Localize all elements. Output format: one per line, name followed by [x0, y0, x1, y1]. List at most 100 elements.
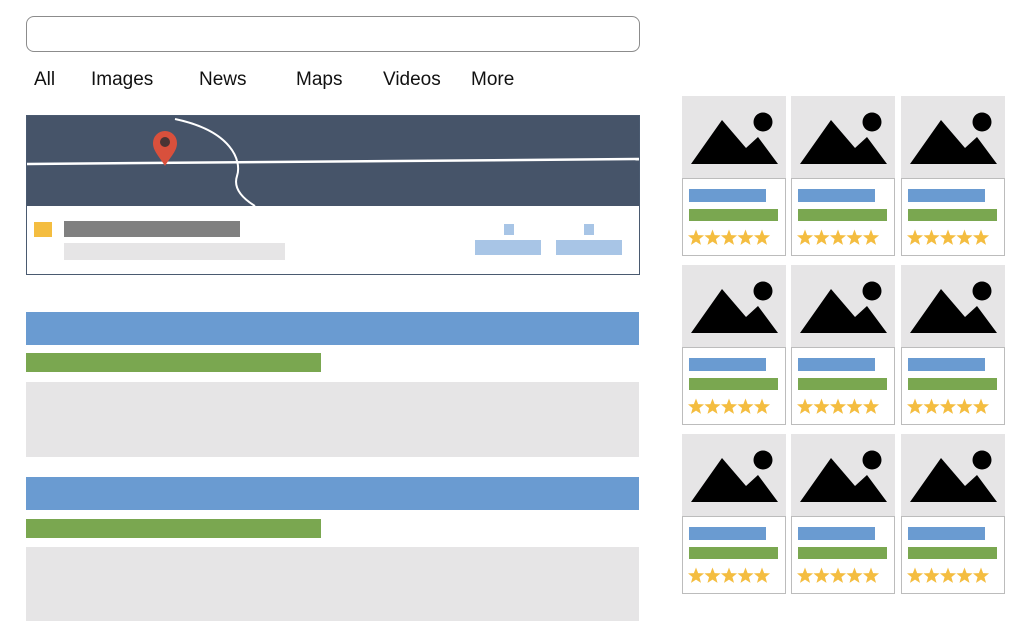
- star-icon: [737, 229, 754, 245]
- image-placeholder-icon: [691, 281, 778, 333]
- result-title-placeholder[interactable]: [26, 312, 639, 345]
- directions-button[interactable]: [556, 240, 622, 255]
- image-placeholder[interactable]: [791, 265, 895, 347]
- card-subtitle-placeholder: [689, 378, 778, 390]
- star-icon: [956, 398, 973, 414]
- star-icon: [956, 229, 973, 245]
- result-url-placeholder[interactable]: [26, 353, 321, 372]
- star-icon: [923, 567, 940, 583]
- star-icon: [797, 398, 814, 414]
- star-rating: [907, 229, 990, 245]
- star-icon: [939, 398, 957, 414]
- star-icon: [704, 398, 721, 414]
- card-subtitle-placeholder: [798, 209, 887, 221]
- map-road-horizontal: [27, 157, 639, 166]
- image-placeholder[interactable]: [901, 96, 1005, 178]
- image-card[interactable]: [791, 434, 895, 594]
- tab-news[interactable]: News: [199, 69, 247, 90]
- star-icon: [797, 229, 814, 245]
- star-icon: [907, 398, 924, 414]
- star-rating: [907, 398, 990, 414]
- star-rating: [688, 229, 771, 245]
- image-placeholder[interactable]: [901, 434, 1005, 516]
- place-address-placeholder: [64, 243, 285, 260]
- map-pin-icon: [153, 131, 177, 166]
- image-placeholder[interactable]: [682, 96, 786, 178]
- tab-maps[interactable]: Maps: [296, 69, 343, 90]
- image-placeholder[interactable]: [682, 265, 786, 347]
- image-placeholder-icon: [691, 112, 778, 164]
- action-icon-placeholder: [504, 224, 514, 235]
- image-card[interactable]: [901, 96, 1005, 256]
- star-icon: [829, 567, 847, 583]
- card-title-placeholder: [798, 189, 875, 202]
- star-icon: [972, 567, 990, 583]
- star-icon: [923, 229, 940, 245]
- place-title-placeholder: [64, 221, 240, 237]
- image-card-details: [791, 178, 895, 256]
- star-icon: [907, 229, 924, 245]
- image-placeholder-icon: [691, 450, 778, 502]
- card-subtitle-placeholder: [689, 547, 778, 559]
- star-icon: [862, 567, 880, 583]
- star-icon: [829, 229, 847, 245]
- star-icon: [846, 229, 863, 245]
- card-title-placeholder: [908, 358, 985, 371]
- image-placeholder-icon: [910, 450, 997, 502]
- image-card[interactable]: [901, 265, 1005, 425]
- image-card-details: [682, 516, 786, 594]
- map-area[interactable]: [27, 116, 640, 206]
- star-icon: [813, 567, 830, 583]
- image-placeholder-icon: [910, 112, 997, 164]
- tab-images[interactable]: Images: [91, 69, 154, 90]
- image-card[interactable]: [791, 265, 895, 425]
- star-icon: [720, 398, 738, 414]
- local-map-card[interactable]: [26, 115, 640, 275]
- star-icon: [956, 567, 973, 583]
- star-rating: [797, 398, 880, 414]
- image-card[interactable]: [791, 96, 895, 256]
- image-placeholder[interactable]: [791, 96, 895, 178]
- card-subtitle-placeholder: [908, 547, 997, 559]
- star-icon: [907, 567, 924, 583]
- orange-marker: [34, 222, 52, 237]
- tab-more[interactable]: More: [471, 69, 515, 90]
- star-icon: [939, 567, 957, 583]
- star-icon: [704, 567, 721, 583]
- star-rating: [907, 567, 990, 583]
- website-button[interactable]: [475, 240, 541, 255]
- tab-all[interactable]: All: [34, 69, 56, 90]
- image-card-details: [901, 347, 1005, 425]
- card-title-placeholder: [689, 358, 766, 371]
- image-card[interactable]: [682, 434, 786, 594]
- image-card-details: [901, 178, 1005, 256]
- action-icon-placeholder: [584, 224, 594, 235]
- card-title-placeholder: [689, 527, 766, 540]
- tab-videos[interactable]: Videos: [383, 69, 441, 90]
- star-rating: [797, 567, 880, 583]
- star-rating: [797, 229, 880, 245]
- image-placeholder[interactable]: [901, 265, 1005, 347]
- image-placeholder[interactable]: [682, 434, 786, 516]
- star-icon: [753, 229, 771, 245]
- star-icon: [972, 229, 990, 245]
- star-icon: [923, 398, 940, 414]
- result-url-placeholder[interactable]: [26, 519, 321, 538]
- image-placeholder[interactable]: [791, 434, 895, 516]
- image-card-details: [682, 178, 786, 256]
- card-subtitle-placeholder: [908, 209, 997, 221]
- card-subtitle-placeholder: [798, 378, 887, 390]
- image-card[interactable]: [682, 265, 786, 425]
- card-title-placeholder: [689, 189, 766, 202]
- image-card[interactable]: [901, 434, 1005, 594]
- star-rating: [688, 398, 771, 414]
- result-title-placeholder[interactable]: [26, 477, 639, 510]
- star-icon: [972, 398, 990, 414]
- star-icon: [939, 229, 957, 245]
- star-icon: [829, 398, 847, 414]
- image-placeholder-icon: [910, 281, 997, 333]
- search-input[interactable]: [26, 16, 640, 52]
- card-title-placeholder: [908, 189, 985, 202]
- image-card[interactable]: [682, 96, 786, 256]
- map-road-curve: [174, 118, 256, 206]
